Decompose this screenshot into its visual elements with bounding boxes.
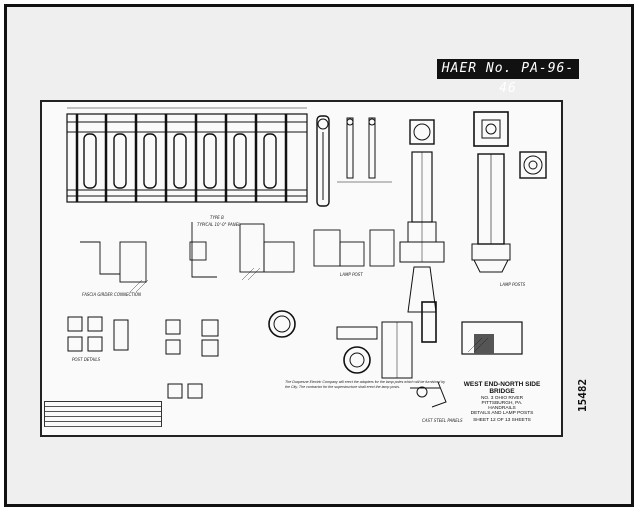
drawing-sheet: TYPICAL 10'-0" PANEL TYPE B FASCIA GIRDE…: [40, 100, 563, 437]
revision-table: [44, 401, 162, 427]
title-block: WEST END-NORTH SIDE BRIDGE NO. 3 OHIO RI…: [452, 381, 552, 423]
haer-number-label: HAER No. PA-96-46: [437, 59, 579, 96]
drawing-notes: The Duquesne Electric Company will erect…: [285, 380, 446, 389]
label-cast-steel-panels: CAST STEEL PANELS: [422, 418, 463, 423]
label-lamp-post: LAMP POST: [340, 272, 363, 277]
label-type-b: TYPE B: [210, 215, 224, 220]
title-block-line4: DETAILS AND LAMP POSTS: [470, 410, 534, 416]
title-block-line1: NO. 3 OHIO RIVER: [480, 395, 524, 401]
label-post-details: POST DETAILS: [72, 357, 101, 362]
label-fascia-girder: FASCIA GIRDER CONNECTION: [82, 292, 142, 297]
label-lamp-posts: LAMP POSTS: [500, 282, 526, 287]
title-block-line3: HANDRAILS: [488, 405, 516, 411]
label-typical-panel: TYPICAL 10'-0" PANEL: [197, 222, 241, 227]
title-block-sheet: SHEET 12 OF 13 SHEETS: [473, 417, 531, 423]
sheet-number: 15482: [576, 378, 589, 412]
title-block-line2: PITTSBURGH, PA.: [481, 400, 523, 406]
drawing-linework: [66, 107, 547, 408]
title-block-title: WEST END-NORTH SIDE BRIDGE: [463, 381, 541, 395]
